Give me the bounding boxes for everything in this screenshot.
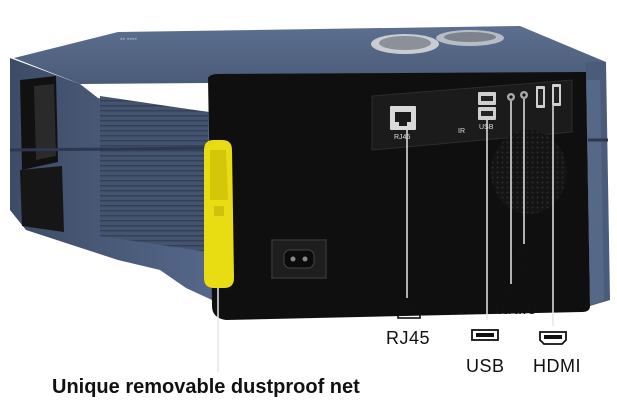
- control-buttons: [371, 30, 504, 54]
- label-audio: Audio: [489, 298, 538, 318]
- feature-caption: Unique removable dustproof net: [52, 376, 360, 398]
- panel-label-usb: USB: [479, 124, 494, 131]
- dustproof-net: [204, 140, 234, 288]
- projector-left-side: [9, 58, 212, 300]
- projector-right-side: [586, 62, 610, 306]
- label-usb: USB: [466, 356, 505, 376]
- hdmi-ports: [536, 84, 561, 108]
- leader-lines: [217, 99, 554, 372]
- label-av: AV: [518, 260, 542, 280]
- hdmi-icon: [539, 331, 567, 345]
- audio-av-jacks: [507, 91, 528, 101]
- label-rj45: RJ45: [386, 328, 431, 348]
- usb-icon: [471, 329, 499, 341]
- rj45-icon: [397, 299, 421, 319]
- rj45-port: [390, 106, 416, 130]
- power-socket: [271, 239, 327, 279]
- panel-label-rj45: RJ45: [394, 134, 411, 141]
- brand-logo: ▪▪ ▪▪▪▪: [120, 36, 137, 43]
- usb-ports: [478, 92, 496, 120]
- label-hdmi: HDMI: [533, 356, 581, 376]
- back-panel: [208, 72, 590, 320]
- panel-label-ir: IR: [458, 128, 465, 135]
- av-icon: [518, 245, 530, 257]
- audio-icon: [505, 285, 517, 297]
